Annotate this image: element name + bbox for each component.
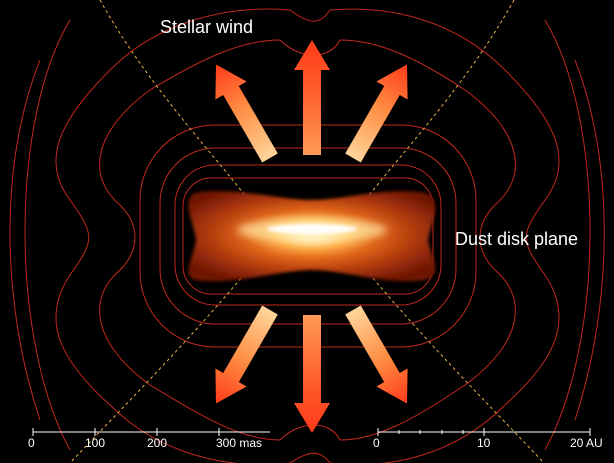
mas-tick-100: 100 xyxy=(85,436,106,450)
mas-tick-0: 0 xyxy=(28,436,35,450)
wind-arrow-down-left xyxy=(215,305,278,404)
stellar-wind-arrows xyxy=(215,40,408,433)
au-tick-10: 10 xyxy=(477,436,491,450)
au-tick-20: 20 AU xyxy=(570,436,603,450)
mas-tick-200: 200 xyxy=(147,436,168,450)
dust-disk xyxy=(188,191,436,282)
wind-arrow-up-right xyxy=(345,64,408,163)
scale-bars xyxy=(32,428,591,436)
mas-tick-300: 300 mas xyxy=(216,436,263,450)
contour-lines xyxy=(9,8,605,463)
wind-arrow-down xyxy=(294,315,330,433)
wind-arrow-down-right xyxy=(345,305,408,404)
au-tick-0: 0 xyxy=(373,436,380,450)
dust-disk-plane-label: Dust disk plane xyxy=(455,229,579,249)
stellar-wind-label: Stellar wind xyxy=(160,17,254,37)
wind-arrow-up xyxy=(294,40,330,155)
wind-arrow-up-left xyxy=(215,64,278,163)
